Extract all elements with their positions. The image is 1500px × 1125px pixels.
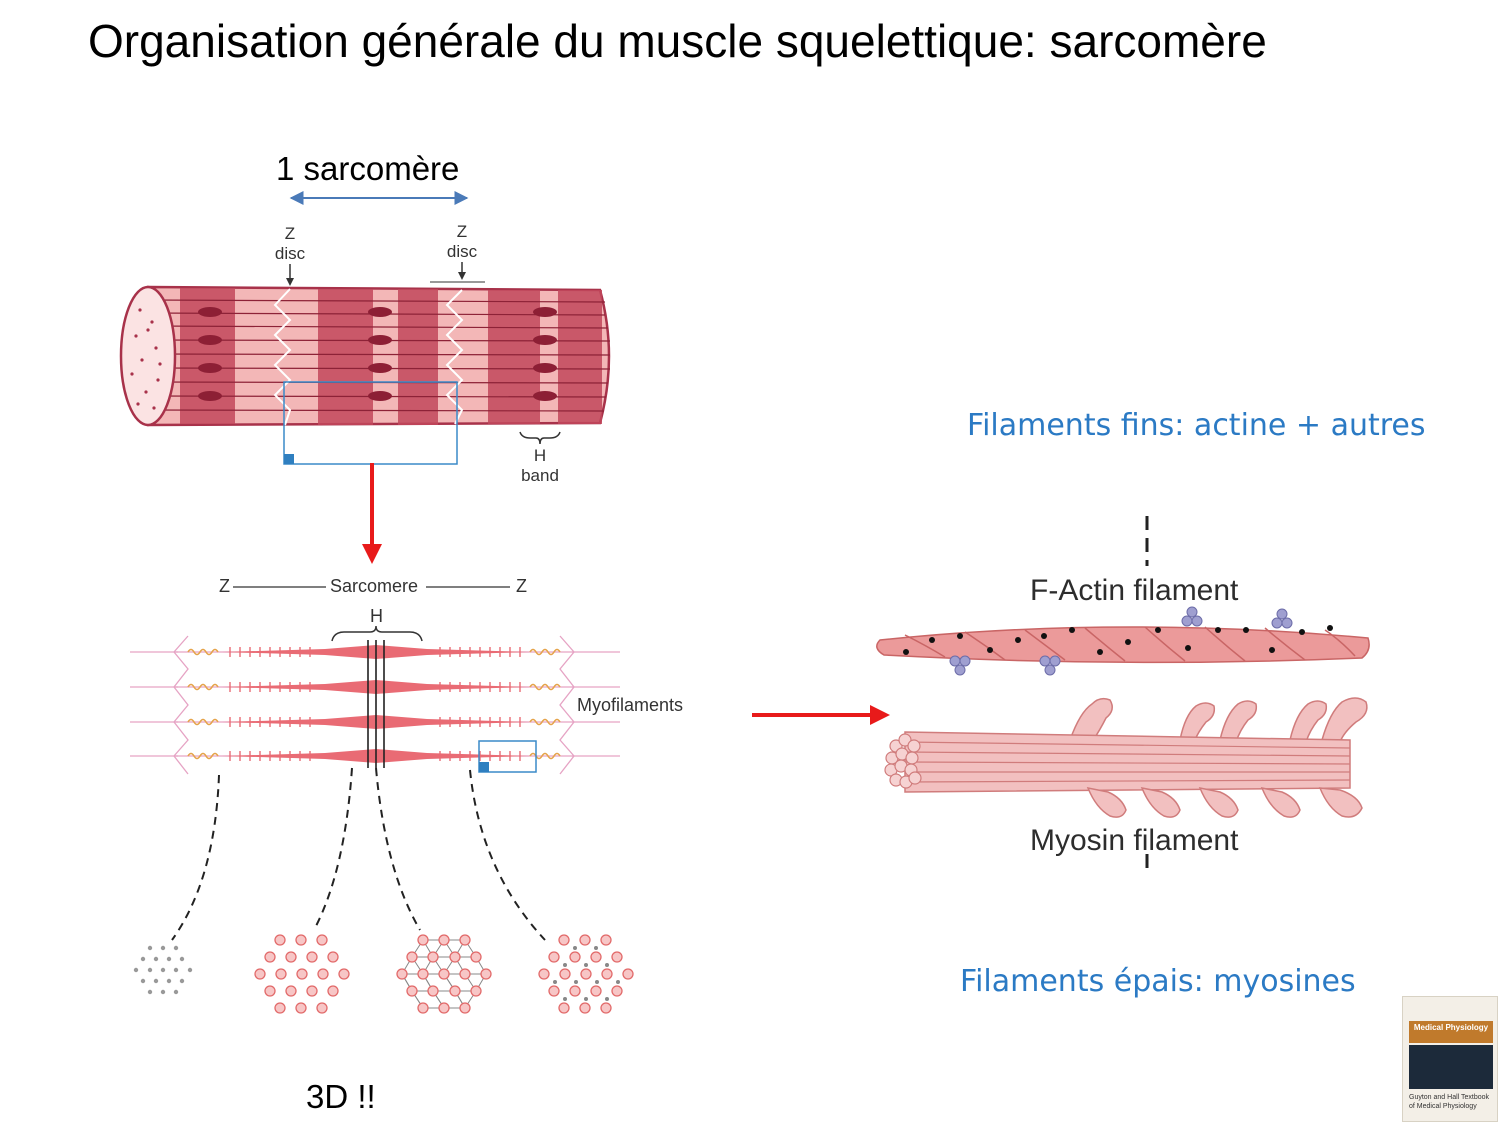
thick-filaments-caption: Filaments épais: myosines xyxy=(960,964,1356,999)
slide-title: Organisation générale du muscle squelett… xyxy=(88,15,1267,67)
myofibril-z-right: Z xyxy=(516,576,527,596)
myofibril-h-label: H xyxy=(370,606,383,626)
actin-filament-label: F-Actin filament xyxy=(1030,574,1239,607)
filament-rows xyxy=(130,635,620,775)
textbook-cover-figure xyxy=(1409,1045,1493,1089)
myofibril-sarcomere-label: Sarcomere xyxy=(330,576,419,596)
myosin-filament-label: Myosin filament xyxy=(1030,824,1239,857)
textbook-title-band xyxy=(1409,1021,1493,1043)
textbook-caption: Guyton and Hall Textbook of Medical Phys… xyxy=(1409,1094,1490,1110)
textbook-cover-thumbnail: Medical Physiology Guyton and Hall Textb… xyxy=(1402,996,1498,1122)
thin-filaments-caption: Filaments fins: actine + autres xyxy=(967,408,1426,443)
myofibril-z-left: Z xyxy=(219,576,230,596)
three-d-note: 3D !! xyxy=(306,1078,376,1115)
myofilaments-label: Myofilaments xyxy=(577,695,684,715)
sarcomere-span-label: 1 sarcomère xyxy=(276,150,460,187)
textbook-title: Medical Physiology xyxy=(1413,1023,1489,1032)
